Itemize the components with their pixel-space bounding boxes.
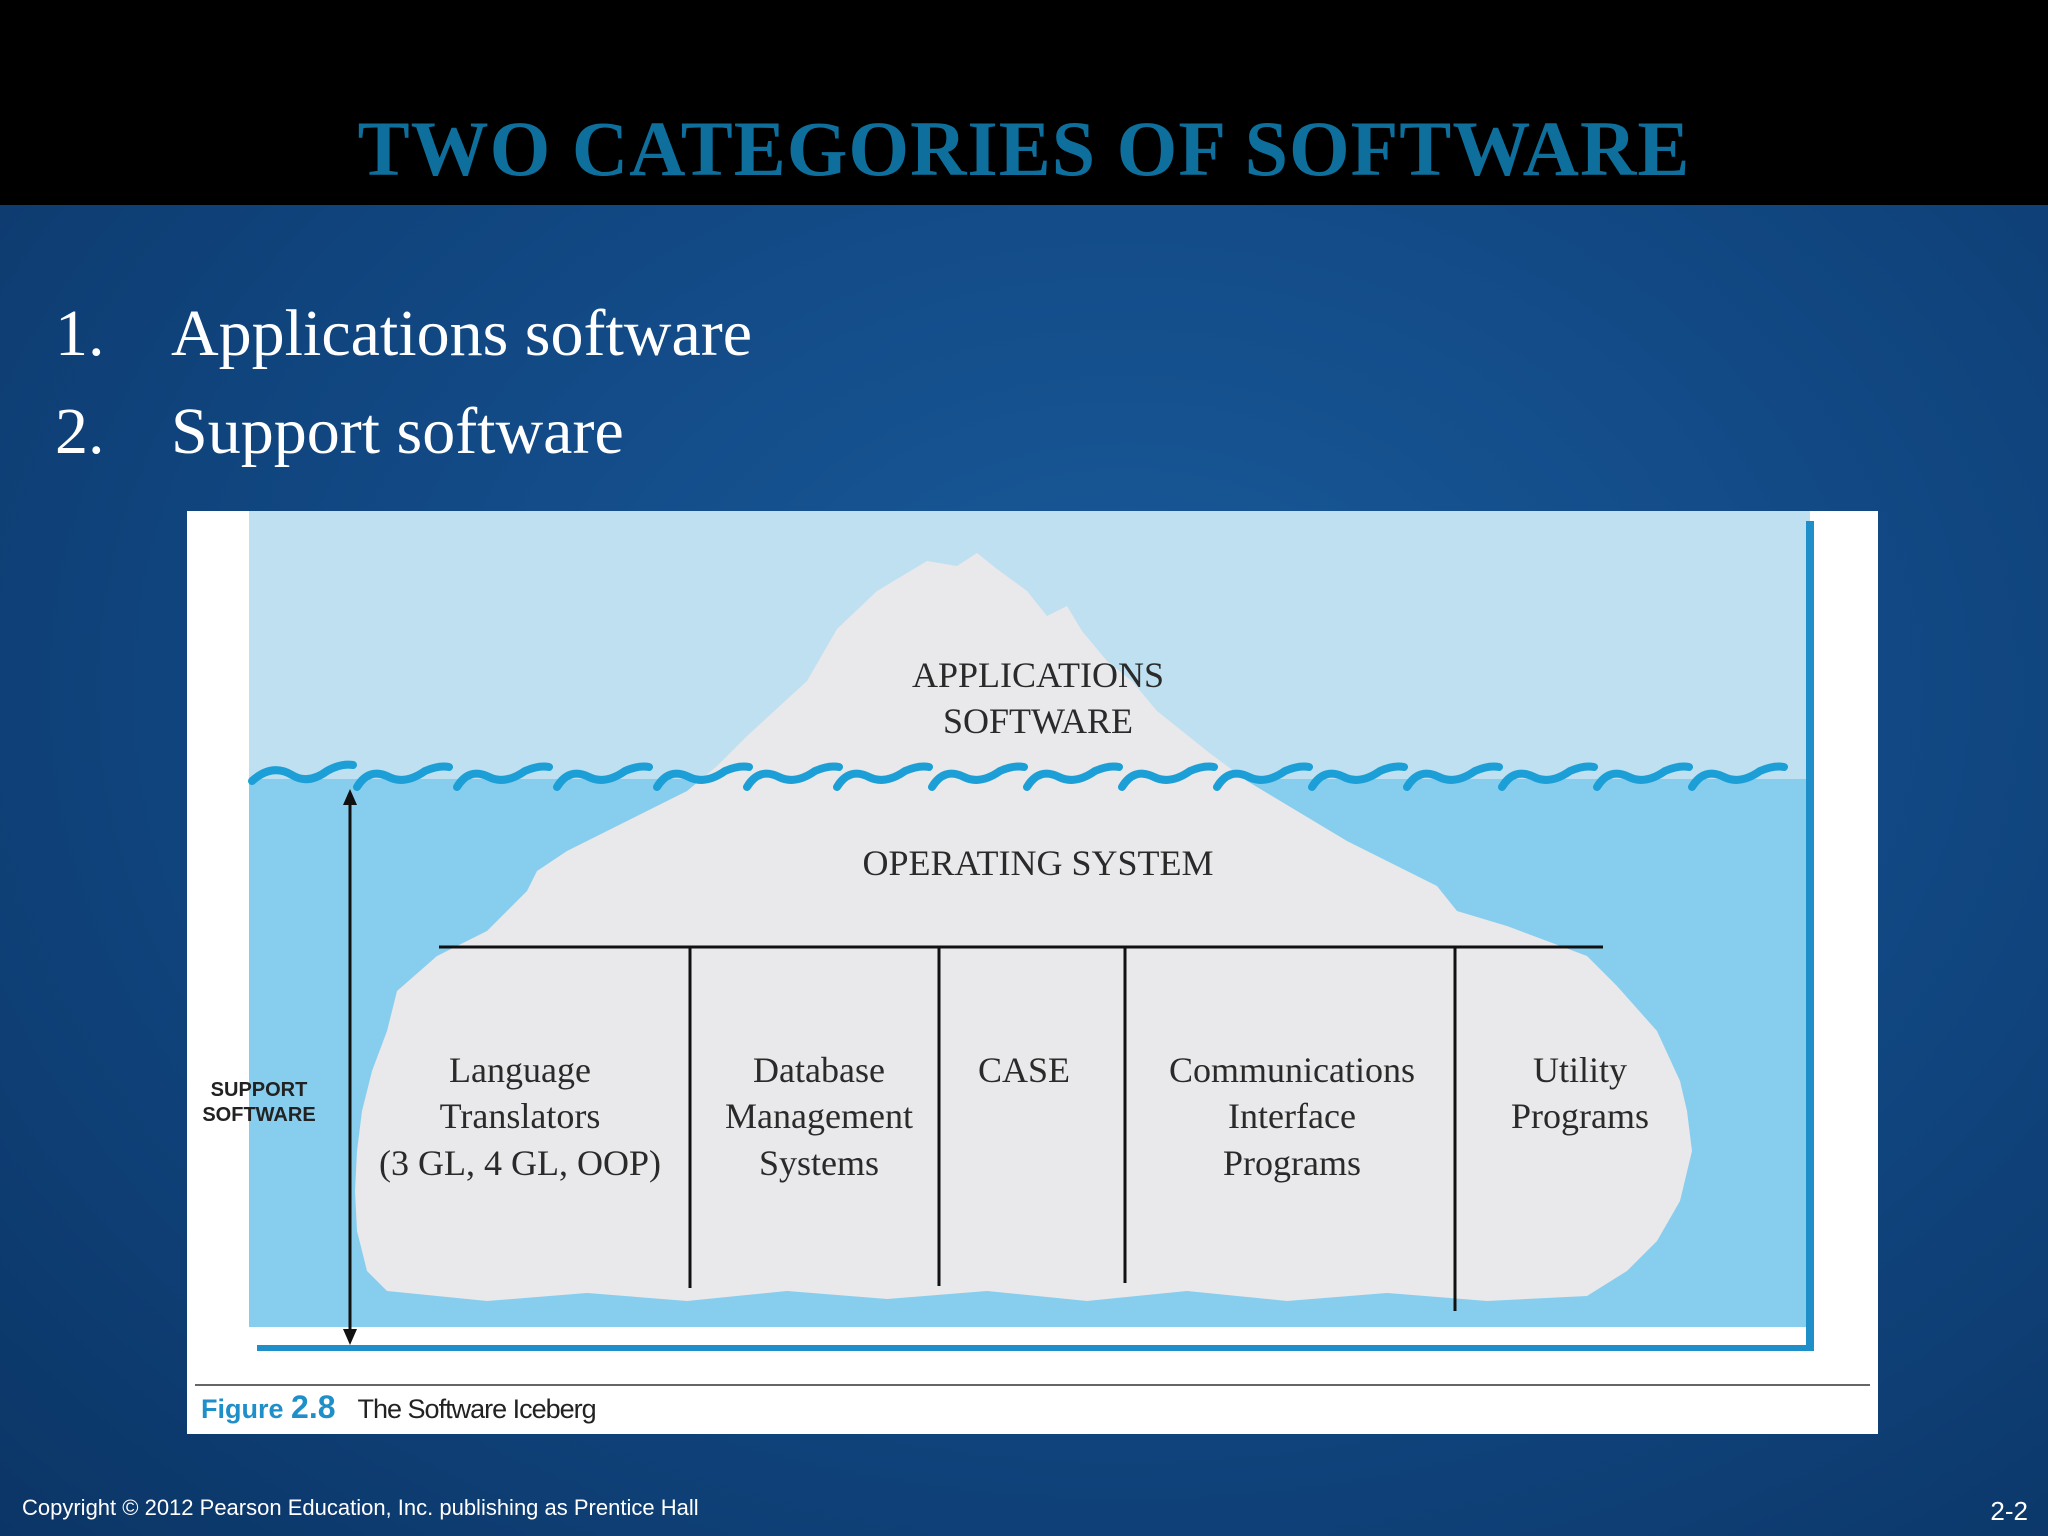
list-text: Support software xyxy=(171,395,624,468)
arrow-head-top xyxy=(343,789,357,805)
column-label: Translators xyxy=(440,1096,601,1136)
operating-system-label: OPERATING SYSTEM xyxy=(862,843,1213,883)
column-label: Programs xyxy=(1223,1143,1361,1183)
page-number: 2-2 xyxy=(1990,1496,2028,1526)
support-software-label: SUPPORT xyxy=(211,1079,308,1101)
column-label: Utility xyxy=(1533,1050,1627,1090)
arrow-head-bottom xyxy=(343,1329,357,1345)
column-label: Systems xyxy=(759,1143,879,1183)
wave-line xyxy=(248,760,1788,791)
column-label: CASE xyxy=(978,1050,1070,1090)
caption-number: Figure 2.8 xyxy=(201,1389,336,1425)
column-label: (3 GL, 4 GL, OOP) xyxy=(379,1143,661,1183)
list-text: Applications software xyxy=(171,297,753,370)
slide-title: TWO CATEGORIES OF SOFTWARE xyxy=(357,105,1691,192)
column-label: Communications xyxy=(1169,1050,1415,1090)
caption-text: The Software Iceberg xyxy=(357,1394,597,1424)
list-number: 1. xyxy=(55,297,105,370)
iceberg-figure: APPLICATIONS SOFTWARE OPERATING SYSTEM S… xyxy=(187,511,1878,1434)
column-label: Interface xyxy=(1228,1096,1356,1136)
figure-caption: Figure 2.8 The Software Iceberg xyxy=(201,1389,597,1427)
applications-software-label: APPLICATIONS xyxy=(912,655,1164,695)
copyright-footer: Copyright © 2012 Pearson Education, Inc.… xyxy=(22,1495,699,1520)
column-label: Programs xyxy=(1511,1096,1649,1136)
column-label: Management xyxy=(725,1096,913,1136)
list-number: 2. xyxy=(55,395,105,468)
list-item: 2. Support software xyxy=(55,383,752,481)
bullet-list: 1. Applications software 2. Support soft… xyxy=(55,285,752,481)
iceberg-diagram: APPLICATIONS SOFTWARE OPERATING SYSTEM S… xyxy=(195,511,1870,1386)
title-bar xyxy=(0,0,2048,205)
column-label: Database xyxy=(753,1050,885,1090)
support-software-label: SOFTWARE xyxy=(202,1104,315,1126)
applications-software-label: SOFTWARE xyxy=(943,701,1133,741)
list-item: 1. Applications software xyxy=(55,285,752,383)
column-label: Language xyxy=(449,1050,591,1090)
